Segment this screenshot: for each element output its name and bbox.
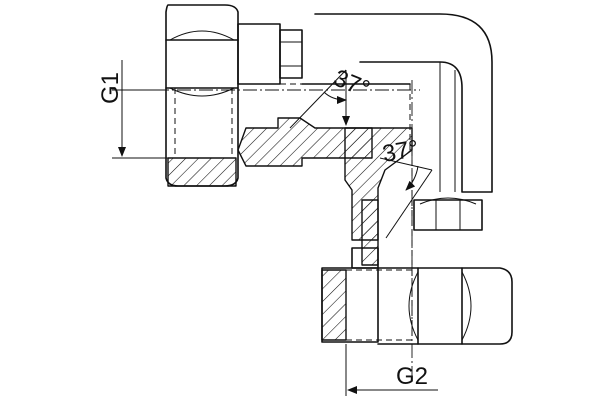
upper-collar: [237, 23, 303, 85]
thread-label-g1: G1: [97, 72, 124, 104]
centerlines: [155, 80, 420, 380]
cone-angle-label-1: 37°: [330, 65, 374, 104]
dimension-g2: G2: [345, 344, 438, 396]
section-hatching: [237, 117, 413, 266]
cone-angle-label-2: 37°: [380, 135, 420, 168]
angle-annotation-2: 37°: [379, 135, 433, 239]
lower-swivel-nut: [321, 247, 513, 345]
dimension-g1: G1: [97, 60, 168, 159]
lower-collar: [413, 197, 483, 231]
upper-swivel-nut: [165, 4, 239, 187]
thread-label-g2: G2: [396, 363, 428, 390]
